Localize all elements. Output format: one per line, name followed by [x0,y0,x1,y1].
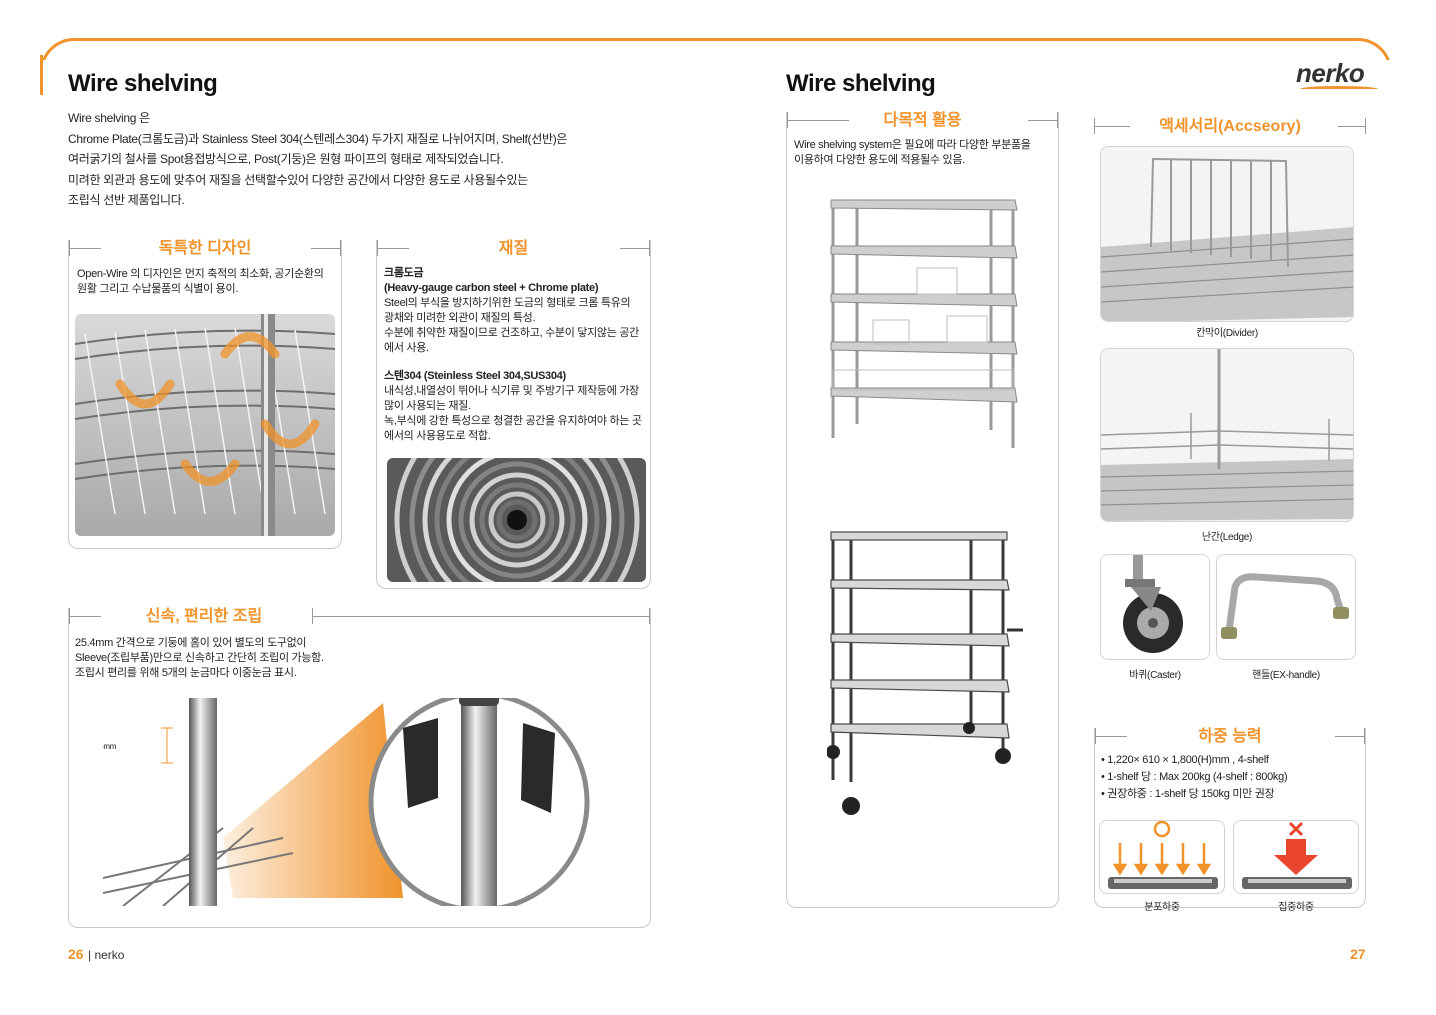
assembly-text: 25.4mm 간격으로 기둥에 홈이 있어 별도의 도구없이 Sleeve(조립… [75,637,324,679]
caster-image [1100,554,1210,660]
shelf-with-dividers-image [827,198,1023,454]
usage-title: 다목적 활용 [883,112,962,129]
caster-caption: 바퀴(Caster) [1129,670,1181,681]
measure-label: 25.4mm [103,742,117,751]
wire-shelf-closeup-image [75,314,335,536]
intro-paragraph: Wire shelving 은 Chrome Plate(크롬도금)과 Stai… [68,111,568,207]
material-text: 크롬도금 (Heavy-gauge carbon steel + Chrome … [384,267,642,442]
load-spec-item: • 1,220× 610 × 1,800(H)mm , 4-shelf [1101,754,1269,766]
load-title: 하중 능력 [1198,728,1262,745]
accessory-title: 액세서리(Accseory) [1159,118,1301,135]
left-page-number: 26 [68,946,84,962]
usage-text: Wire shelving system은 필요에 따라 다양한 부분품을 이용… [794,139,1031,166]
logo-swoosh [1300,86,1378,92]
assembly-panel: 신속, 편리한 조립 25.4mm 간격으로 기둥에 홈이 있어 별도의 도구없… [68,608,651,928]
design-text: Open-Wire 의 디자인은 먼지 축적의 최소화, 공기순환의 원활 그리… [77,268,324,295]
nerko-logo: nerko [1296,58,1365,88]
frame-left-accent [40,55,43,95]
handle-caption: 핸들(EX-handle) [1252,670,1320,681]
left-page-title: Wire shelving [68,70,218,97]
assembly-sleeve-image: 25.4mm [103,698,623,906]
concentrated-load-caption: 집중하중 [1278,902,1314,913]
load-spec-list: • 1,220× 610 × 1,800(H)mm , 4-shelf • 1-… [1101,752,1365,803]
shelf-with-casters-image [827,530,1023,826]
load-spec-item: • 1-shelf 당 : Max 200kg (4-shelf : 800kg… [1101,771,1288,783]
ledge-image [1100,348,1354,522]
steel-coil-image [387,458,646,582]
accessory-panel: 액세서리(Accseory) 칸막이(Divider) [1094,118,1366,694]
handle-image [1216,554,1356,660]
assembly-title: 신속, 편리한 조립 [145,608,263,625]
distributed-load-image [1099,820,1225,894]
design-panel: 독특한 디자인 Open-Wire 의 디자인은 먼지 축적의 최소화, 공기순… [68,240,342,549]
ledge-caption: 난간(Ledge) [1201,532,1253,543]
right-page-title: Wire shelving [786,70,936,97]
right-page-number: 27 [1350,946,1366,962]
usage-panel: 다목적 활용 Wire shelving system은 필요에 따라 다양한 … [786,112,1059,908]
material-title: 재질 [498,240,529,257]
distributed-load-caption: 분포하중 [1144,902,1180,913]
divider-caption: 칸막이(Divider) [1196,328,1258,339]
load-spec-item: • 권장하중 : 1-shelf 당 150kg 미만 권장 [1101,788,1275,800]
load-panel: 하중 능력 • 1,220× 610 × 1,800(H)mm , 4-shel… [1094,728,1366,913]
material-panel: 재질 크롬도금 (Heavy-gauge carbon steel + Chro… [376,240,651,589]
design-title: 독특한 디자인 [158,240,252,257]
divider-image [1100,146,1354,322]
left-footer-brand: | nerko [88,948,125,962]
concentrated-load-image [1233,820,1359,894]
